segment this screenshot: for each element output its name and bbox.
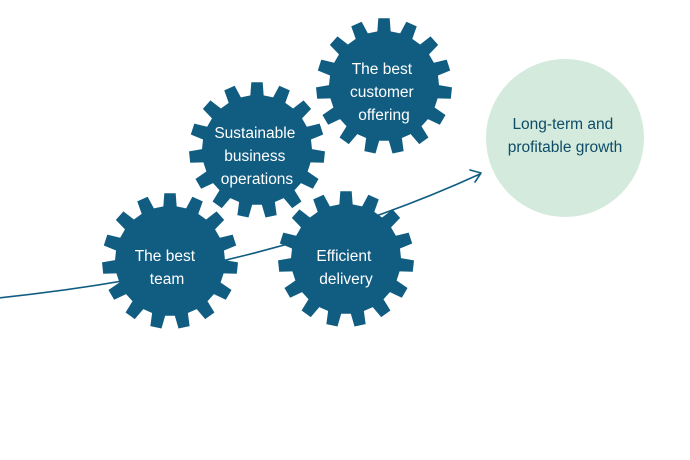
gear-icon (102, 193, 238, 329)
gear-label-line: The best (135, 248, 196, 265)
gear-best-customer-offering: The best customer offering (316, 18, 452, 154)
gear-label-line: Efficient (316, 248, 372, 265)
gear-icon (278, 191, 414, 327)
gear-label: Sustainable business operations (214, 125, 299, 188)
gear-label-line: The best (352, 61, 413, 78)
goal-label: Long-term and profitable growth (508, 116, 623, 156)
gear-label-line: Sustainable (214, 125, 295, 142)
gear-label-line: delivery (319, 271, 373, 288)
gear-best-team: The best team (102, 193, 238, 329)
gear-icon (189, 82, 325, 218)
gear-label-line: operations (221, 171, 294, 188)
gear-label: The best customer offering (350, 61, 418, 124)
growth-arrow (0, 173, 481, 299)
gear-label-line: team (150, 271, 184, 288)
goal-label-line: Long-term and (512, 116, 613, 133)
goal-circle (486, 59, 644, 217)
growth-arrow-head (469, 169, 482, 183)
gear-label-line: customer (350, 84, 414, 101)
gear-label-line: business (224, 148, 285, 165)
goal-label-line: profitable growth (508, 139, 623, 156)
gear-icon (316, 18, 452, 154)
gear-label-line: offering (358, 107, 409, 124)
gear-label: The best team (135, 248, 200, 288)
gear-label: Efficient delivery (316, 248, 375, 288)
gear-sustainable-business-operations: Sustainable business operations (189, 82, 325, 218)
gear-efficient-delivery: Efficient delivery (278, 191, 414, 327)
